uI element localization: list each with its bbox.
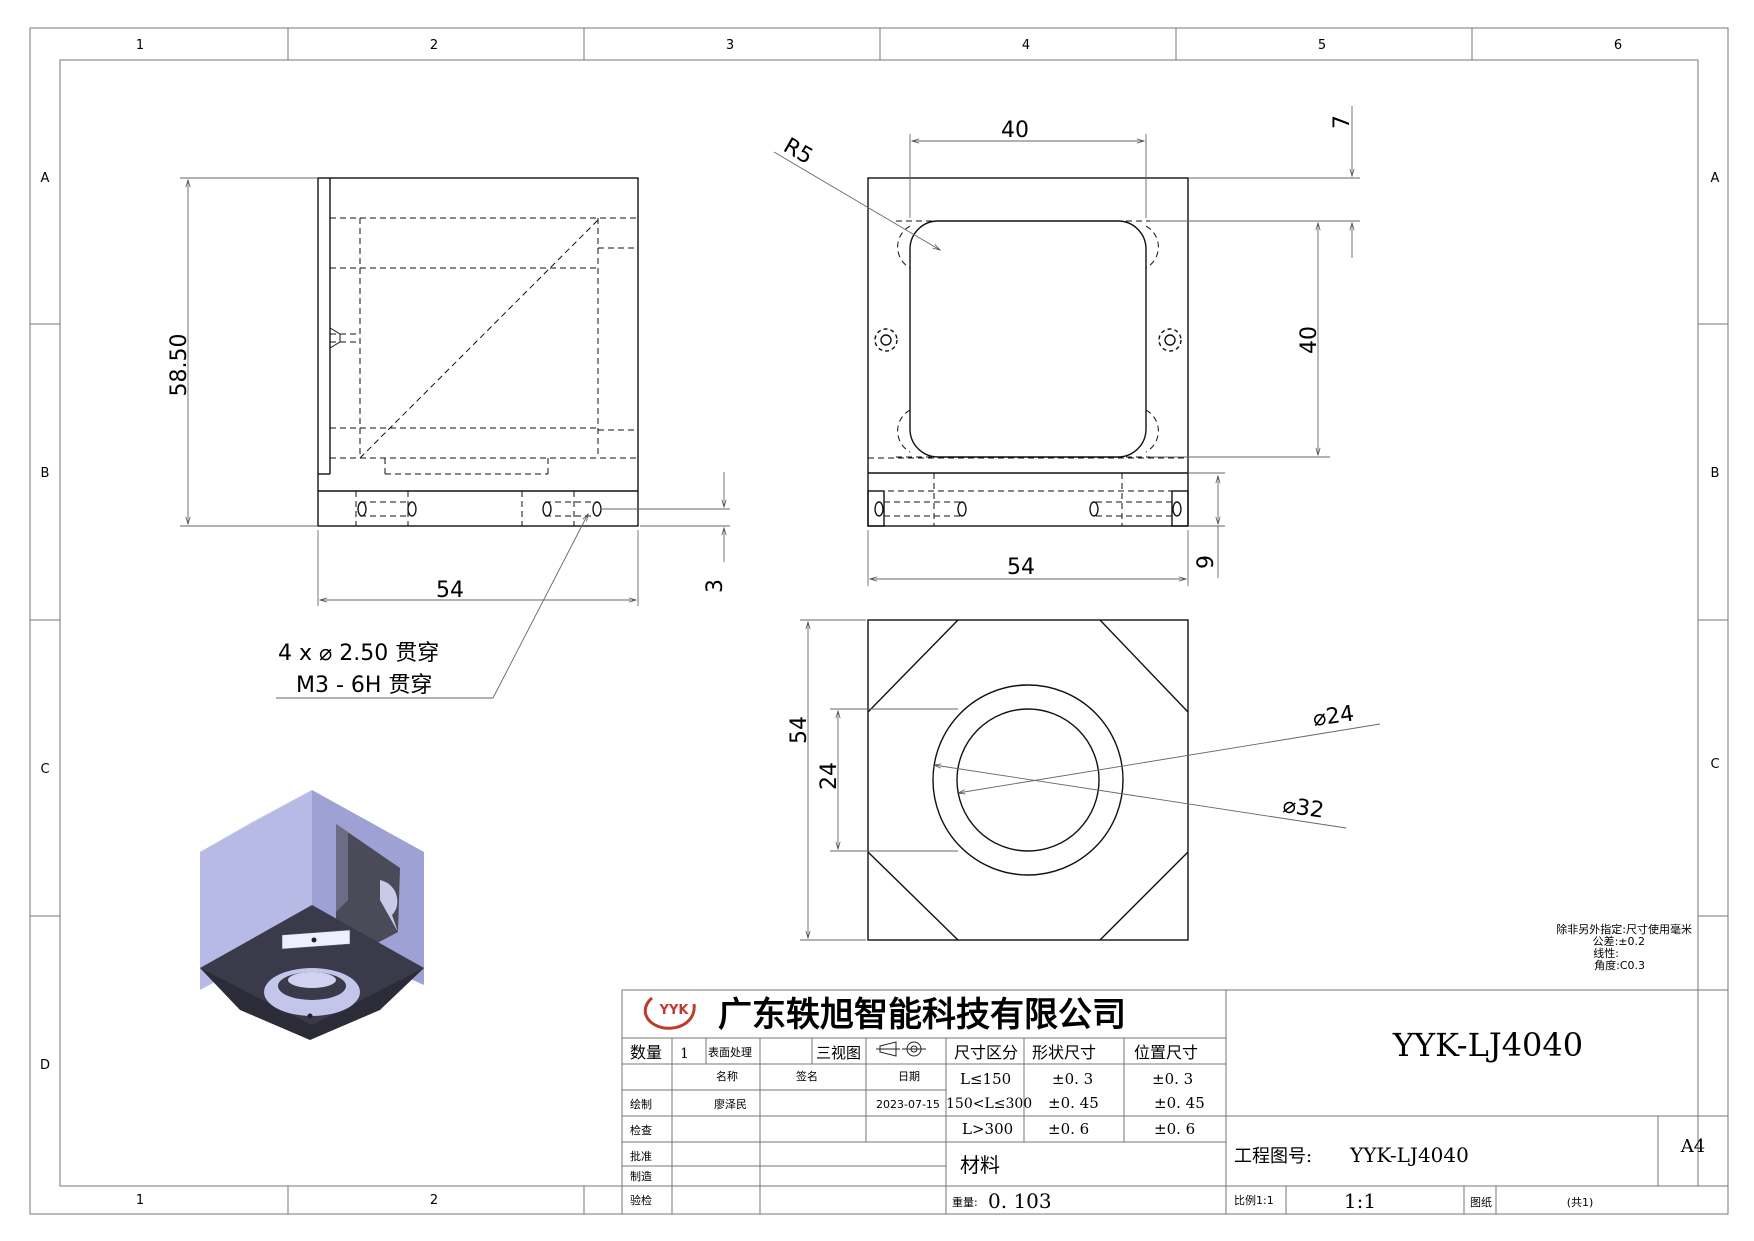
tol-header-3: 位置尺寸 — [1134, 1043, 1198, 1062]
tol-row-2-position: ±0. 45 — [1154, 1094, 1205, 1112]
grid-col-6: 6 — [1614, 38, 1622, 53]
grid-row-b: B — [41, 466, 50, 481]
grid-row-a: A — [41, 171, 50, 186]
tol-row-3-shape: ±0. 6 — [1048, 1120, 1089, 1138]
tol-row-3-position: ±0. 6 — [1154, 1120, 1195, 1138]
grid-col-4: 4 — [1022, 38, 1030, 53]
grid-col-5: 5 — [1318, 38, 1326, 53]
front-view — [867, 177, 1360, 527]
dim-front-top-width: 40 — [1001, 118, 1029, 143]
dim-front-radius: R5 — [779, 134, 817, 170]
company-name: 广东轶旭智能科技有限公司 — [718, 995, 1126, 1035]
tol-row-2-range: 150<L≤300 — [946, 1096, 1032, 1112]
scale-label: 比例1:1 — [1234, 1193, 1274, 1207]
tol-row-2-shape: ±0. 45 — [1048, 1094, 1099, 1112]
grid-row-d: D — [40, 1058, 50, 1073]
weight-label: 重量: — [952, 1195, 978, 1209]
dim-front-bottom-offset: 9 — [1194, 555, 1219, 569]
dim-side-width: 54 — [436, 578, 464, 603]
scale-value: 1:1 — [1344, 1189, 1376, 1213]
dim-outer-diameter: ⌀32 — [1281, 793, 1325, 823]
drawing-no-label: 工程图号: — [1234, 1146, 1312, 1167]
dim-bottom-height: 54 — [787, 716, 812, 744]
weight-value: 0. 103 — [988, 1189, 1052, 1213]
grid-col-2: 2 — [430, 38, 438, 53]
grid-row-b-right: B — [1711, 466, 1720, 481]
material-label: 材料 — [960, 1153, 1000, 1177]
qty-value: 1 — [680, 1046, 689, 1062]
note-line-4: 角度:C0.3 — [1594, 958, 1645, 972]
drawing-no: YYK-LJ4040 — [1349, 1143, 1469, 1167]
drawer-name: 廖泽民 — [714, 1097, 747, 1111]
bottom-view — [867, 619, 1189, 941]
bottom-view-dim-text: 54 24 ⌀24 ⌀32 — [787, 701, 1356, 823]
tol-header-1: 尺寸区分 — [954, 1043, 1018, 1062]
grid-row-c: C — [40, 762, 49, 777]
grid-col-3: 3 — [726, 38, 734, 53]
front-view-dim-text: 40 R5 7 40 9 54 — [779, 115, 1355, 580]
note-line-3: 线性: — [1593, 946, 1619, 960]
dim-front-width: 54 — [1007, 555, 1035, 580]
side-view — [317, 177, 639, 527]
projection-symbol — [876, 1041, 926, 1057]
dim-inner-diameter: ⌀24 — [1311, 701, 1355, 731]
check-label: 检查 — [630, 1123, 652, 1137]
dim-front-inner-height: 40 — [1297, 326, 1322, 354]
draw-label: 绘制 — [630, 1097, 652, 1111]
approve-label: 批准 — [630, 1149, 652, 1163]
grid-row-c-right: C — [1710, 757, 1719, 772]
paper-size: A4 — [1680, 1136, 1705, 1157]
tol-header-2: 形状尺寸 — [1032, 1043, 1096, 1062]
grid-col-1: 1 — [136, 38, 144, 53]
part-number: YYK-LJ4040 — [1392, 1026, 1583, 1064]
bottom-view-dimensions — [800, 619, 1381, 941]
isometric-view — [200, 790, 424, 1040]
tol-row-3-range: L>300 — [962, 1120, 1013, 1138]
grid-labels: 1 2 3 4 5 6 1 2 A B C D A B C — [40, 38, 1720, 1208]
date-label: 日期 — [898, 1070, 920, 1083]
logo-text: YYK — [659, 1003, 690, 1018]
make-label: 制造 — [630, 1169, 652, 1183]
note-line-2: 公差:±0.2 — [1593, 934, 1645, 948]
three-view-label: 三视图 — [816, 1044, 861, 1062]
hole-note-2: M3 - 6H 贯穿 — [296, 673, 432, 698]
tol-row-1-position: ±0. 3 — [1152, 1070, 1193, 1088]
surface-label: 表面处理 — [708, 1045, 752, 1059]
dim-front-top-offset: 7 — [1330, 115, 1355, 129]
company-logo: YYK — [643, 996, 696, 1030]
inspect-label: 验检 — [630, 1193, 652, 1207]
dim-side-height: 58.50 — [167, 334, 192, 397]
sheet-total: (共1) — [1567, 1196, 1594, 1209]
note-line-1: 除非另外指定:尺寸使用毫米 — [1556, 922, 1692, 936]
name-label: 名称 — [716, 1069, 738, 1083]
tol-row-1-range: L≤150 — [960, 1070, 1011, 1088]
side-view-dim-text: 58.50 54 3 4 x ⌀ 2.50 贯穿 M3 - 6H 贯穿 — [167, 334, 728, 698]
grid-col-1-bottom: 1 — [136, 1193, 144, 1208]
qty-label: 数量 — [630, 1043, 662, 1062]
grid-col-2-bottom: 2 — [430, 1193, 438, 1208]
front-view-dimensions — [773, 106, 1360, 586]
title-block — [621, 989, 1729, 1215]
sheet-label: 图纸 — [1470, 1196, 1492, 1209]
dim-side-hole-offset: 3 — [703, 579, 728, 593]
grid-row-a-right: A — [1711, 171, 1720, 186]
general-notes: 除非另外指定:尺寸使用毫米 公差:±0.2 线性: 角度:C0.3 — [1556, 922, 1692, 972]
side-view-dimensions — [180, 177, 730, 699]
sign-label: 签名 — [796, 1069, 818, 1083]
dim-bottom-inner: 24 — [817, 762, 842, 790]
draw-date: 2023-07-15 — [876, 1098, 940, 1111]
tol-row-1-shape: ±0. 3 — [1052, 1070, 1093, 1088]
title-block-text: 数量 1 表面处理 三视图 尺寸区分 形状尺寸 位置尺寸 名称 签名 日期 绘制… — [630, 1026, 1705, 1213]
hole-note-1: 4 x ⌀ 2.50 贯穿 — [278, 641, 439, 666]
